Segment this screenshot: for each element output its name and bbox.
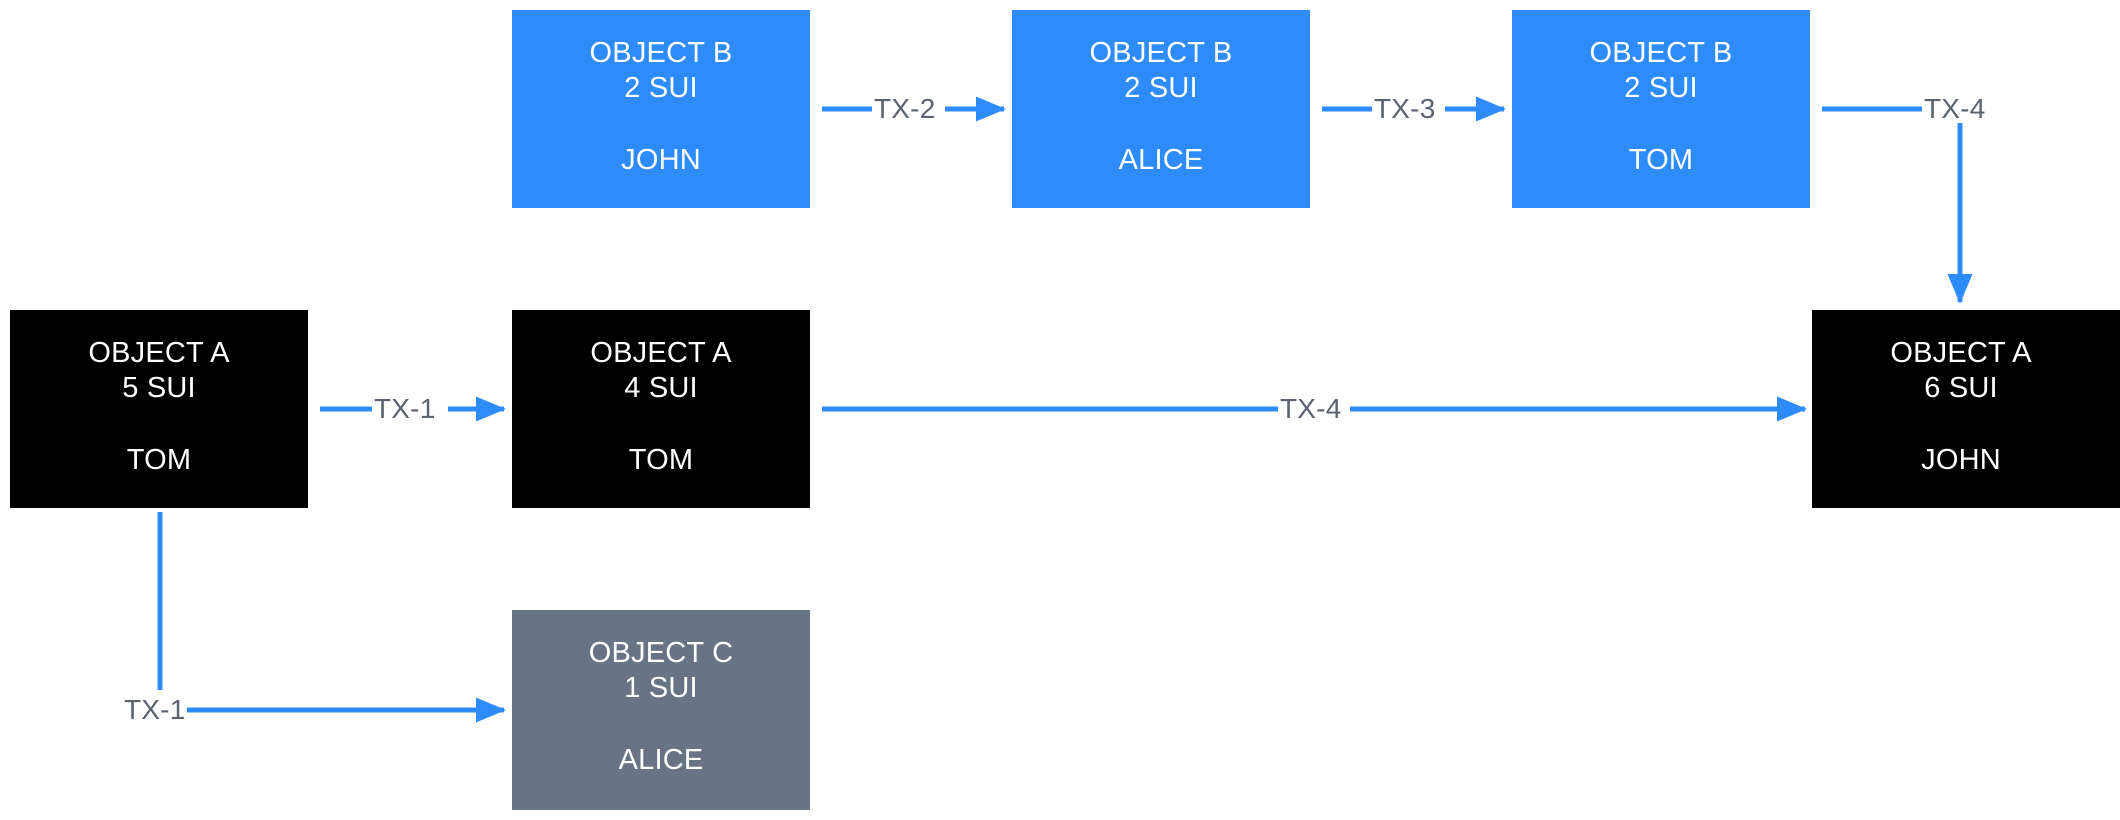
node-amount-label: 6 SUI <box>1924 372 1998 404</box>
node-object-label: OBJECT A <box>88 337 230 369</box>
node-object-label: OBJECT C <box>588 637 734 669</box>
node-owner-label: ALICE <box>1118 144 1204 176</box>
node-owner-label: TOM <box>126 444 192 476</box>
edge-label-tx-3: TX-3 <box>1372 93 1438 124</box>
node-object-a-6sui-john[interactable]: OBJECT A 6 SUI JOHN <box>1812 310 2120 508</box>
node-amount-label: 1 SUI <box>624 672 698 704</box>
node-object-b-tom[interactable]: OBJECT B 2 SUI TOM <box>1512 10 1810 208</box>
edge-label-tx-4-row: TX-4 <box>1278 393 1344 424</box>
node-object-b-alice[interactable]: OBJECT B 2 SUI ALICE <box>1012 10 1310 208</box>
node-object-a-5sui-tom[interactable]: OBJECT A 5 SUI TOM <box>10 310 308 508</box>
node-object-label: OBJECT B <box>1089 37 1233 69</box>
edge-label-tx-4-top: TX-4 <box>1922 93 1988 124</box>
node-object-label: OBJECT A <box>590 337 732 369</box>
node-amount-label: 2 SUI <box>1624 72 1698 104</box>
node-owner-label: TOM <box>628 444 694 476</box>
node-owner-label: JOHN <box>621 144 701 176</box>
edge-label-tx-1-row: TX-1 <box>372 393 438 424</box>
node-amount-label: 5 SUI <box>122 372 196 404</box>
node-owner-label: TOM <box>1628 144 1694 176</box>
node-amount-label: 2 SUI <box>1124 72 1198 104</box>
node-owner-label: JOHN <box>1921 444 2001 476</box>
node-object-c-alice[interactable]: OBJECT C 1 SUI ALICE <box>512 610 810 810</box>
node-owner-label: ALICE <box>618 744 704 776</box>
edge-label-tx-1-branch: TX-1 <box>122 694 188 725</box>
edge-label-tx-2: TX-2 <box>872 93 938 124</box>
node-amount-label: 4 SUI <box>624 372 698 404</box>
node-amount-label: 2 SUI <box>624 72 698 104</box>
node-object-label: OBJECT A <box>1890 337 2032 369</box>
node-object-b-john[interactable]: OBJECT B 2 SUI JOHN <box>512 10 810 208</box>
node-object-label: OBJECT B <box>1589 37 1733 69</box>
node-object-a-4sui-tom[interactable]: OBJECT A 4 SUI TOM <box>512 310 810 508</box>
node-object-label: OBJECT B <box>589 37 733 69</box>
